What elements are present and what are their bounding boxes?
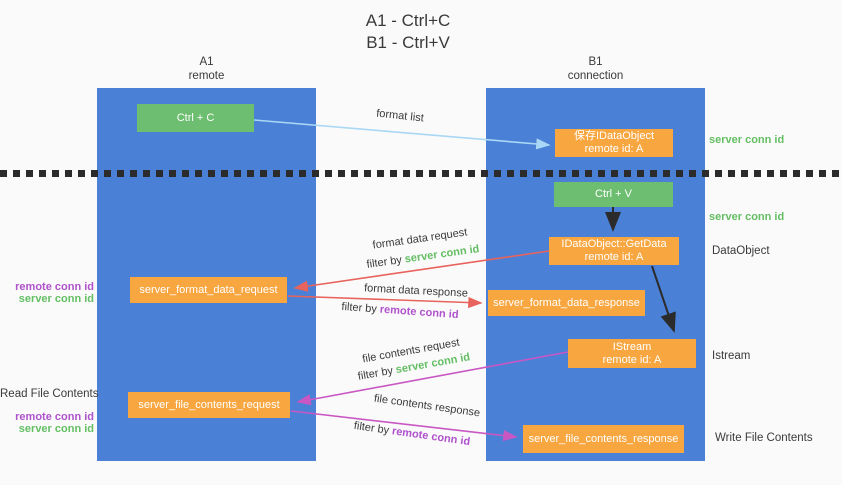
- arrow-format-list: [253, 119, 551, 150]
- label-group-format-conn-ids: remote conn id server conn id: [0, 281, 94, 305]
- lane-header-a1: A1 remote: [97, 55, 316, 83]
- arrow-format-data-request: [293, 250, 550, 292]
- node-server-format-data-request: server_format_data_request: [130, 277, 287, 303]
- label-format-server-conn-id: server conn id: [18, 293, 94, 305]
- node-ctrl-v: Ctrl + V: [554, 182, 673, 207]
- node-server-format-data-request-label: server_format_data_request: [139, 283, 278, 296]
- label-group-file-conn-ids: remote conn id server conn id: [0, 411, 94, 435]
- label-file-server-conn-id: server conn id: [18, 423, 94, 435]
- lane-b1-role: connection: [567, 70, 624, 82]
- node-save-idataobject-line1: 保存IDataObject: [573, 130, 655, 142]
- label-dataobject: DataObject: [712, 245, 770, 257]
- label-read-file-contents: Read File Contents: [0, 388, 99, 400]
- lane-a1-name: A1: [199, 56, 214, 68]
- node-idataobject-getdata-line1: IDataObject::GetData: [561, 238, 667, 250]
- filter-prefix-2: filter by: [341, 300, 378, 316]
- node-ctrl-c: Ctrl + C: [137, 104, 254, 132]
- node-save-idataobject-line2: remote id: A: [584, 143, 644, 155]
- node-server-file-contents-response-label: server_file_contents_response: [528, 432, 679, 445]
- node-istream-line1: IStream: [612, 340, 652, 353]
- label-istream: Istream: [712, 350, 751, 362]
- node-server-file-contents-request-label: server_file_contents_request: [138, 398, 280, 411]
- arrow-format-data-response: [287, 295, 483, 309]
- arrow-getdata-to-istream: [651, 265, 676, 333]
- dotted-separator-line: [0, 170, 842, 177]
- lane-a1-role: remote: [188, 70, 225, 82]
- label-file-remote-conn-id: remote conn id: [15, 411, 94, 423]
- node-save-idataobject: 保存IDataObject remote id: A: [555, 129, 673, 157]
- label-server-conn-id-top: server conn id: [709, 134, 785, 146]
- node-istream-line2: remote id: A: [602, 353, 662, 366]
- node-ctrl-v-label: Ctrl + V: [595, 188, 632, 200]
- title-line-2: B1 - Ctrl+V: [366, 33, 450, 52]
- arrow-file-contents-response: [290, 410, 518, 442]
- diagram-title: A1 - Ctrl+C B1 - Ctrl+V: [366, 10, 451, 54]
- node-idataobject-getdata: IDataObject::GetData remote id: A: [549, 237, 679, 265]
- label-server-conn-id-mid: server conn id: [709, 211, 785, 223]
- node-ctrl-c-label: Ctrl + C: [176, 111, 215, 124]
- node-server-file-contents-response: server_file_contents_response: [523, 425, 684, 453]
- title-line-1: A1 - Ctrl+C: [365, 11, 451, 30]
- node-idataobject-getdata-line2: remote id: A: [584, 251, 644, 263]
- lane-header-b1: B1 connection: [486, 55, 705, 83]
- label-format-remote-conn-id: remote conn id: [15, 281, 94, 293]
- label-write-file-contents: Write File Contents: [715, 432, 813, 444]
- node-server-file-contents-request: server_file_contents_request: [128, 392, 290, 418]
- node-server-format-data-response: server_format_data_response: [488, 290, 645, 316]
- arrow-file-contents-request: [296, 351, 569, 406]
- node-server-format-data-response-label: server_format_data_response: [493, 296, 640, 309]
- lane-b1-name: B1: [588, 56, 603, 68]
- node-istream: IStream remote id: A: [568, 339, 696, 368]
